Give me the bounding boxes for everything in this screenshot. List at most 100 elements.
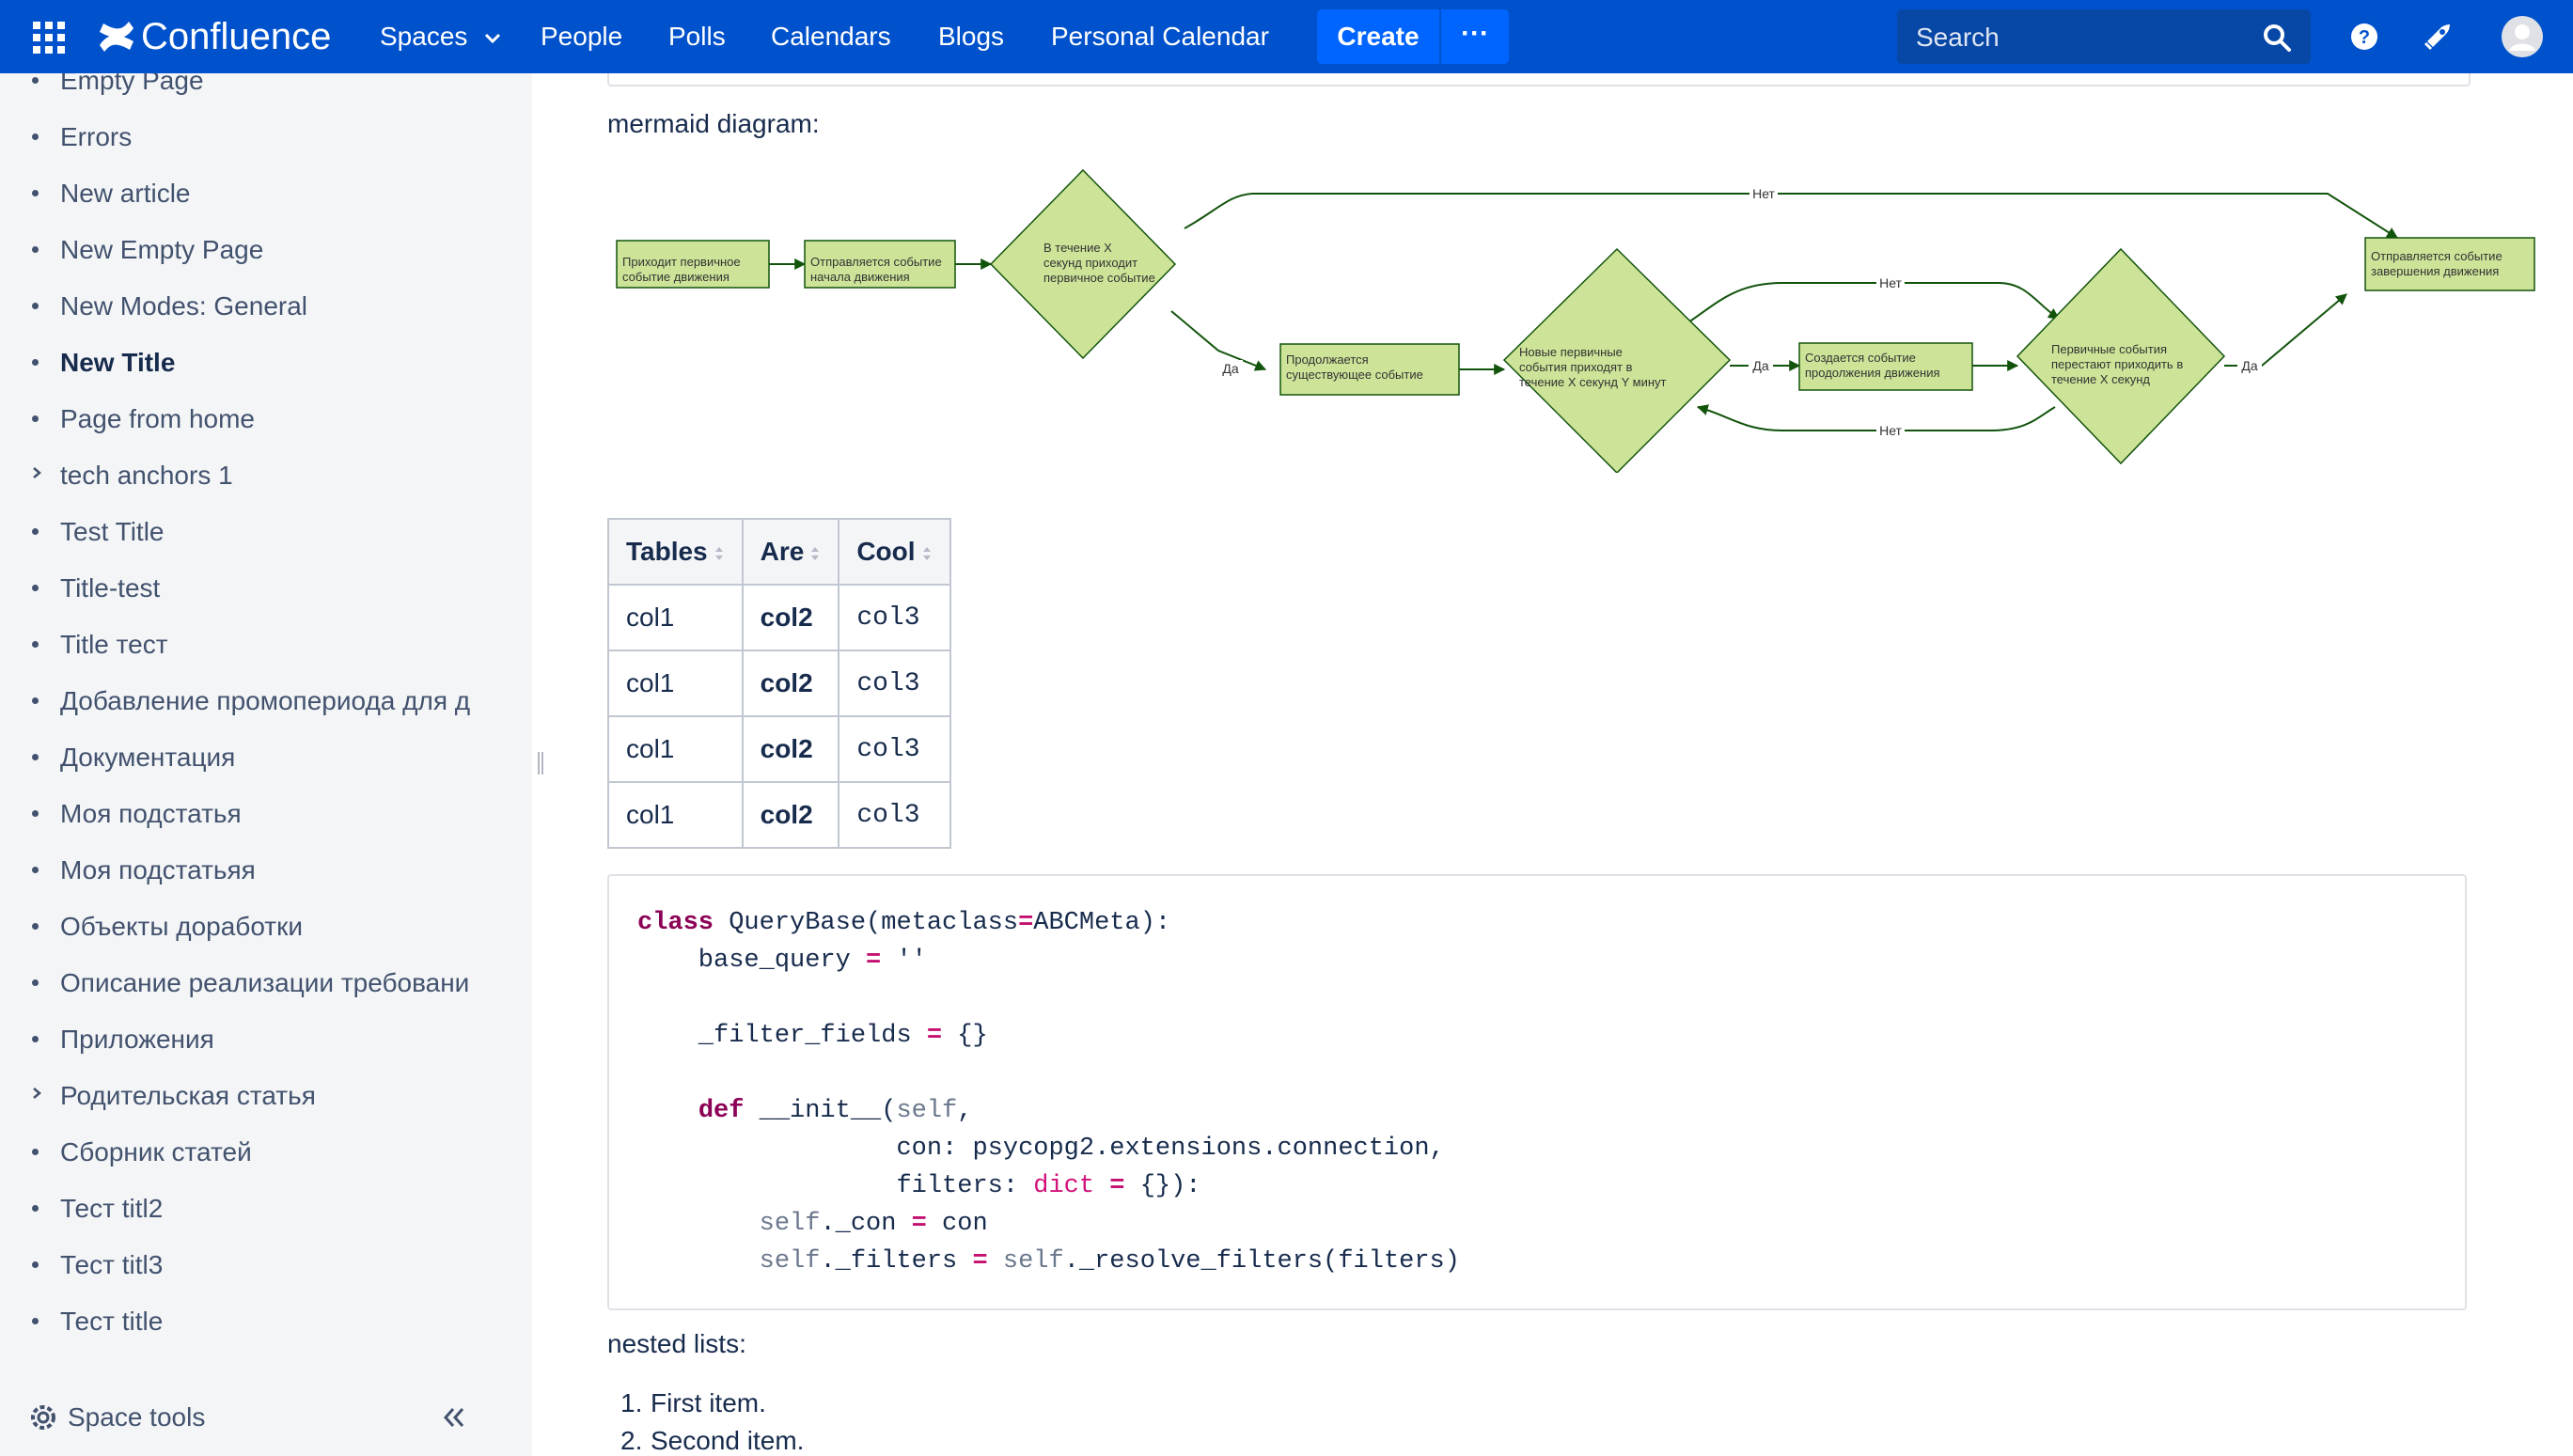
node-label-n2: Отправляется событие	[810, 255, 942, 269]
sidebar-item[interactable]: Тест titl3	[0, 1237, 532, 1290]
bullet-icon	[32, 1036, 39, 1042]
nav-people[interactable]: People	[541, 22, 623, 51]
table-header-cell[interactable]: Cool	[838, 518, 951, 586]
sidebar-item[interactable]: Title-test	[0, 560, 532, 613]
sidebar-item[interactable]: Тест titl2	[0, 1181, 532, 1233]
node-label-n6: продолжения движения	[1805, 366, 1940, 380]
create-more-button[interactable]: ···	[1441, 9, 1509, 64]
chevron-right-icon[interactable]	[30, 1087, 43, 1100]
sidebar-item[interactable]: Объекты доработки	[0, 899, 532, 951]
bullet-icon	[32, 77, 39, 84]
create-button[interactable]: Create	[1317, 9, 1439, 64]
bullet-icon	[32, 303, 39, 309]
sidebar-item[interactable]: Моя подстатья	[0, 786, 532, 838]
sidebar-item[interactable]: New Title	[0, 335, 532, 387]
sidebar-item[interactable]: Приложения	[0, 1011, 532, 1064]
list-item-text: Second item.	[651, 1426, 805, 1455]
code-content: class QueryBase(metaclass=ABCMeta): base…	[637, 909, 1460, 1276]
node-label-n3: первичное событие	[1043, 271, 1155, 285]
sidebar-item-label: Документация	[60, 743, 236, 772]
bullet-icon	[32, 246, 39, 253]
node-label-n5: течение X секунд Y минут	[1519, 375, 1667, 389]
chevron-down-icon	[485, 33, 501, 43]
search-input[interactable]	[1914, 9, 2256, 66]
sidebar-item[interactable]: Сборник статей	[0, 1124, 532, 1177]
sidebar-item-label: Моя подстатьяя	[60, 855, 256, 885]
nav-blogs[interactable]: Blogs	[938, 22, 1005, 51]
sidebar-item[interactable]: Page from home	[0, 391, 532, 444]
sidebar-item[interactable]: Тест title	[0, 1293, 532, 1346]
nav-polls[interactable]: Polls	[668, 22, 726, 51]
sidebar-item[interactable]: Документация	[0, 729, 532, 782]
chevron-right-icon[interactable]	[30, 466, 43, 479]
sidebar-item[interactable]: tech anchors 1	[0, 447, 532, 500]
sidebar-item-label: tech anchors 1	[60, 461, 233, 490]
previous-block	[607, 73, 2471, 86]
list-item: 1.First item.	[607, 1385, 804, 1422]
list-item-number: 2.	[620, 1426, 643, 1455]
table-cell: col2	[741, 584, 840, 651]
sidebar-item-label: New article	[60, 179, 191, 208]
notifications-icon[interactable]	[2420, 19, 2455, 55]
sidebar-item[interactable]: New article	[0, 165, 532, 218]
node-label-n7: Первичные события	[2051, 342, 2167, 356]
table-cell: col3	[838, 781, 951, 849]
collapse-sidebar-icon[interactable]	[440, 1403, 468, 1432]
table-cell: col1	[607, 715, 744, 783]
edge-label-no: Нет	[1879, 423, 1902, 438]
sidebar-item[interactable]: Title тест	[0, 617, 532, 669]
nav-personal-calendar[interactable]: Personal Calendar	[1051, 22, 1269, 51]
bullet-icon	[32, 528, 39, 535]
node-label-n4: Продолжается	[1286, 352, 1369, 367]
sidebar-item[interactable]: Добавление промопериода для д	[0, 673, 532, 726]
table-cell: col3	[838, 584, 951, 651]
sidebar-item[interactable]: Errors	[0, 109, 532, 162]
data-table: Tables Are Cool col1 col2 col3 col1 col2…	[607, 518, 951, 849]
sidebar-item[interactable]: Родительская статья	[0, 1068, 532, 1120]
flowchart-edges	[769, 193, 2399, 431]
sidebar-item-label: Тест titl3	[60, 1250, 164, 1279]
code-block[interactable]: class QueryBase(metaclass=ABCMeta): base…	[607, 874, 2467, 1310]
node-label-n6: Создается событие	[1805, 351, 1916, 365]
node-label-n7: перестают приходить в	[2051, 357, 2183, 371]
confluence-logo-icon[interactable]	[98, 19, 135, 55]
sidebar-item[interactable]: Описание реализации требовани	[0, 955, 532, 1008]
bullet-icon	[32, 359, 39, 366]
ordered-list: 1.First item. 2. Second item.	[607, 1385, 804, 1456]
node-n3	[989, 168, 1177, 360]
node-label-n3: В течение X	[1043, 241, 1112, 255]
table-row: col1 col2 col3	[607, 650, 951, 717]
sidebar-item[interactable]: New Empty Page	[0, 222, 532, 274]
bullet-icon	[32, 754, 39, 760]
node-label-n2: начала движения	[810, 270, 910, 284]
edge-label-yes: Да	[1752, 358, 1768, 373]
help-icon[interactable]: ?	[2346, 19, 2382, 55]
table-header-cell[interactable]: Are	[741, 518, 840, 586]
table-cell: col1	[607, 650, 744, 717]
sidebar-item[interactable]: Test Title	[0, 504, 532, 556]
confluence-logo-text[interactable]: Confluence	[141, 16, 332, 57]
edge-n3-n8-no	[1184, 193, 2399, 239]
edge-n7-n8-yes	[2224, 293, 2347, 367]
node-n4	[1279, 343, 1460, 396]
edge-n7-n5-no	[1696, 404, 2056, 431]
sidebar-item-label: New Empty Page	[60, 235, 264, 264]
sidebar-item[interactable]: New Modes: General	[0, 278, 532, 331]
node-label-n3: секунд приходит	[1043, 256, 1137, 270]
edge-label-no: Нет	[1752, 186, 1775, 201]
nav-spaces[interactable]: Spaces	[380, 0, 501, 73]
mermaid-flowchart: Нет Да Да Нет Нет Да Приходит первичноес…	[616, 168, 2535, 473]
sidebar-item[interactable]: Empty Page	[0, 73, 532, 105]
table-header-cell[interactable]: Tables	[607, 518, 744, 586]
search-icon[interactable]	[2262, 23, 2292, 53]
nav-calendars[interactable]: Calendars	[771, 22, 891, 51]
bullet-icon	[32, 641, 39, 648]
list-item-text: First item.	[651, 1388, 766, 1417]
mermaid-label: mermaid diagram:	[607, 109, 820, 138]
app-switcher-icon[interactable]	[33, 22, 65, 54]
sidebar-resize-handle[interactable]	[537, 752, 544, 775]
table-row: col1 col2 col3	[607, 584, 951, 651]
sidebar-item[interactable]: Моя подстатьяя	[0, 842, 532, 895]
bullet-icon	[32, 133, 39, 140]
avatar-icon[interactable]	[2501, 15, 2544, 58]
